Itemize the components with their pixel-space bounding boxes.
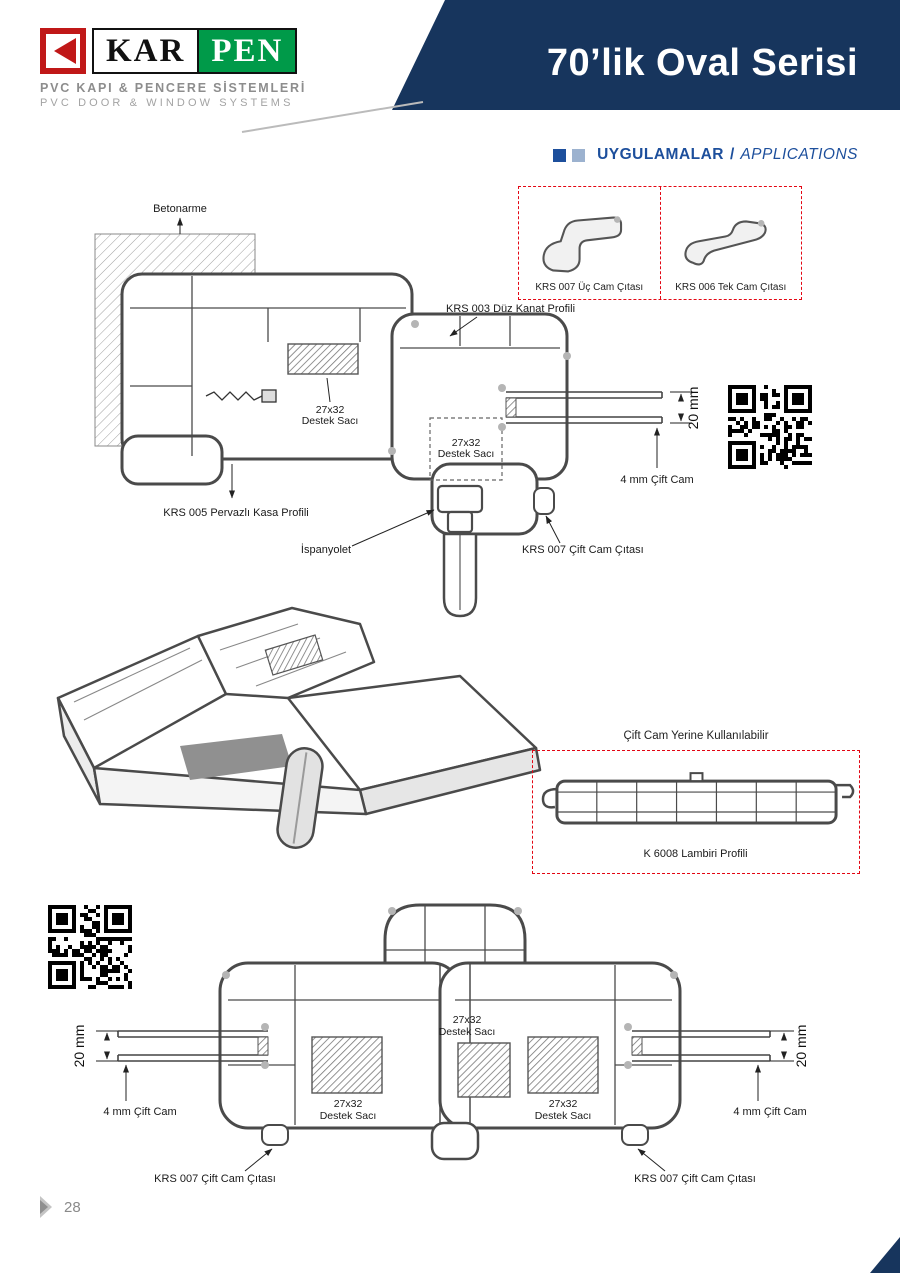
gasket [563, 352, 571, 360]
label-krs007-bottom-left: KRS 007 Çift Cam Çıtası [154, 1173, 276, 1185]
gasket [388, 907, 396, 915]
label-20mm-right: 20 mm [793, 1025, 809, 1068]
support-steel-hatch-center [457, 1042, 511, 1098]
right-double-glass [632, 1030, 771, 1062]
anchor-screw [205, 389, 277, 403]
header-diagonal-line [241, 101, 424, 133]
section-square-light [572, 148, 586, 162]
support-steel-hatch-left [311, 1036, 383, 1094]
support-steel-hatch-1 [287, 343, 359, 375]
label-krs007-top: KRS 007 Çift Cam Çıtası [522, 544, 644, 556]
gasket [261, 1061, 269, 1069]
gasket [411, 320, 419, 328]
gasket [624, 1023, 632, 1031]
label-4mm-left: 4 mm Çift Cam [103, 1106, 176, 1118]
series-banner: 70’lik Oval Serisi [392, 0, 900, 110]
gasket [498, 423, 506, 431]
section-square-dark [553, 148, 567, 162]
label-betonarme: Betonarme [153, 203, 207, 215]
svg-text:Destek Sacı: Destek Sacı [535, 1110, 592, 1122]
lambiri-box: K 6008 Lambiri Profili [532, 750, 860, 874]
series-title: 70’lik Oval Serisi [546, 41, 858, 84]
gasket [222, 971, 230, 979]
glass-spacer [257, 1036, 269, 1056]
corner-perspective-drawing [56, 606, 542, 849]
label-20mm-left: 20 mm [71, 1025, 87, 1068]
glazing-bead-shape [533, 487, 555, 515]
bottom-section-drawing: 20 mm 4 mm Çift Cam 20 mm 4 mm Çift Cam … [71, 903, 809, 1185]
svg-text:Destek Sacı: Destek Sacı [439, 1026, 496, 1038]
section-header: UYGULAMALAR / APPLICATIONS [553, 146, 858, 164]
lambiri-profile-drawing: K 6008 Lambiri Profili [541, 772, 855, 860]
label-destek-saci-1: 27x32 [316, 404, 345, 416]
label-krs003: KRS 003 Düz Kanat Profili [446, 303, 575, 315]
karpen-logo-icon [40, 28, 86, 74]
gasket [624, 1061, 632, 1069]
gasket [670, 971, 678, 979]
logo-subtitle-tr: PVC KAPI & PENCERE SİSTEMLERİ [40, 81, 307, 95]
page-arrow-icon [40, 1196, 52, 1218]
shadow-area [180, 734, 292, 780]
svg-text:Destek Sacı: Destek Sacı [302, 415, 359, 427]
glass-spacer [631, 1036, 643, 1056]
support-steel-hatch-perspective [264, 634, 324, 676]
svg-text:Destek Sacı: Destek Sacı [438, 448, 495, 460]
frame-profile-drawing [120, 272, 414, 486]
logo-text-kar: KAR [92, 28, 198, 74]
section-title-tr: UYGULAMALAR [597, 146, 724, 163]
bead-item-krs007: KRS 007 Üç Cam Çıtası [519, 187, 660, 299]
logo-subtitle-en: PVC DOOR & WINDOW SYSTEMS [40, 97, 294, 109]
top-section-drawing: Betonarme [94, 203, 701, 618]
label-lambiri: K 6008 Lambiri Profili [643, 848, 747, 860]
page-number: 28 [64, 1198, 81, 1216]
label-4mm-cift-cam: 4 mm Çift Cam [620, 474, 693, 486]
dimension-20mm-left [96, 1030, 118, 1062]
dimension-20mm-right [770, 1030, 794, 1062]
logo-text-pen: PEN [197, 28, 298, 74]
label-ispanyolet: İspanyolet [301, 543, 351, 556]
krs007-uc-cam-bead-drawing [542, 216, 623, 273]
left-double-glass [117, 1030, 268, 1062]
qr-code [48, 905, 132, 989]
glazing-beads-box: KRS 007 Üç Cam Çıtası KRS 006 Tek Cam Çı… [518, 186, 802, 300]
lambiri-note: Çift Cam Yerine Kullanılabilir [623, 730, 769, 742]
label-destek-saci-2: 27x32 [452, 437, 481, 449]
mullion-bottom-stem [430, 1121, 480, 1161]
label-20mm: 20 mm [685, 387, 701, 430]
section-title-en: APPLICATIONS [740, 146, 858, 163]
label-destek-center: 27x32 [453, 1014, 482, 1026]
gasket [514, 907, 522, 915]
karpen-logo: KAR PEN PVC KAPI & PENCERE SİSTEMLERİ PV… [40, 28, 306, 109]
label-destek-left: 27x32 [334, 1098, 363, 1110]
label-krs007-bottom-right: KRS 007 Çift Cam Çıtası [634, 1173, 756, 1185]
gasket [388, 447, 396, 455]
bead-label-krs007: KRS 007 Üç Cam Çıtası [535, 282, 644, 293]
support-steel-dashed-outline [429, 417, 503, 481]
dimension-20mm [670, 391, 692, 424]
bead-label-krs006: KRS 006 Tek Cam Çıtası [675, 282, 787, 293]
page-footer: 28 [40, 1196, 81, 1218]
support-steel-hatch-right [527, 1036, 599, 1094]
label-krs005: KRS 005 Pervazlı Kasa Profili [163, 507, 309, 519]
glass-spacer [505, 397, 517, 418]
glazing-bead-shape [621, 1124, 649, 1146]
section-title-separator: / [730, 146, 735, 163]
krs006-tek-cam-bead-drawing [684, 220, 767, 266]
svg-text:Destek Sacı: Destek Sacı [320, 1110, 377, 1122]
double-glass [506, 391, 663, 424]
corner-accent [870, 1237, 900, 1273]
qr-code [728, 385, 812, 469]
gasket [261, 1023, 269, 1031]
gasket [498, 384, 506, 392]
espagnolette-drawing [436, 484, 484, 618]
label-4mm-right: 4 mm Çift Cam [733, 1106, 806, 1118]
espagnolette-handle-perspective [276, 747, 324, 849]
label-destek-right: 27x32 [549, 1098, 578, 1110]
glazing-bead-shape [261, 1124, 289, 1146]
bead-item-krs006: KRS 006 Tek Cam Çıtası [659, 187, 802, 299]
